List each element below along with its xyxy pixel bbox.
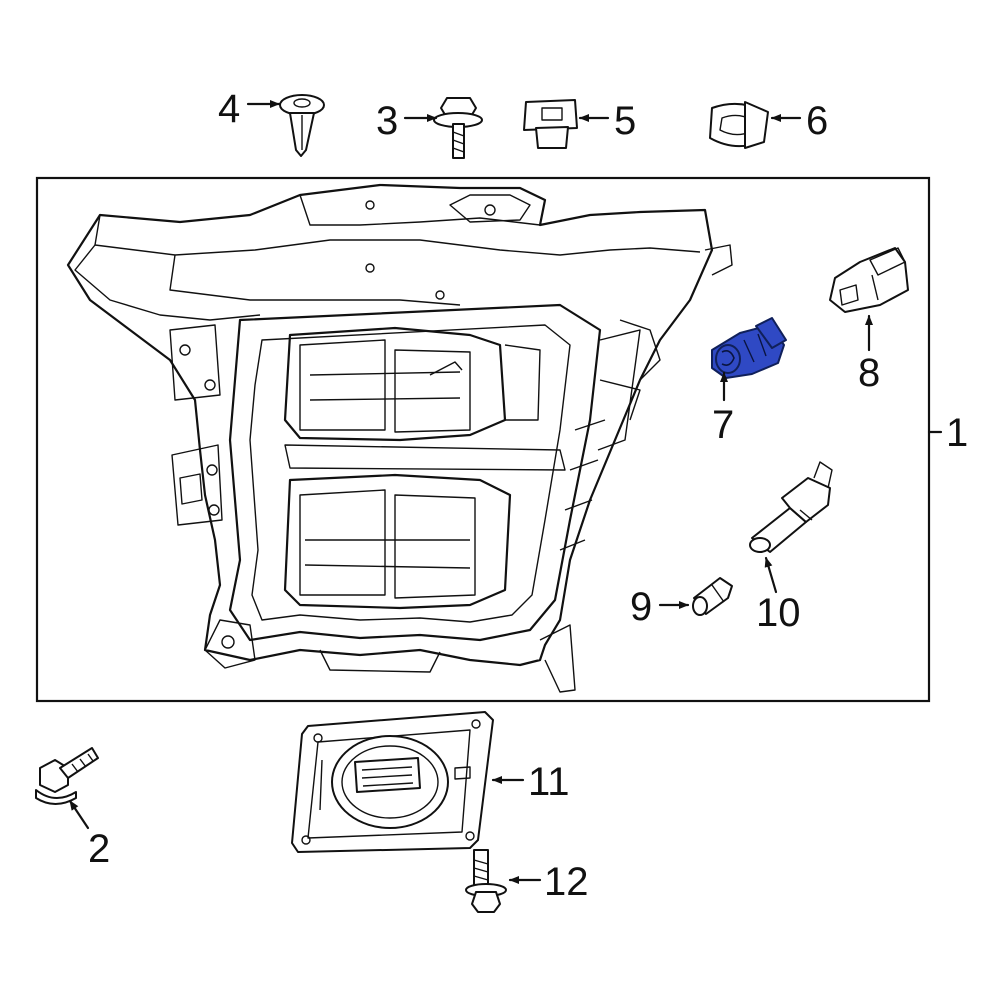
assembly-frame — [35, 176, 931, 703]
headlamp-assembly[interactable] — [66, 183, 733, 693]
part-2-bolt[interactable] — [35, 747, 99, 805]
callout-label-8[interactable]: 8 — [858, 351, 880, 395]
part-3-screw[interactable] — [433, 97, 483, 159]
part-12-bolt[interactable] — [465, 849, 507, 913]
callout-label-11[interactable]: 11 — [528, 760, 570, 804]
callout-label-3[interactable]: 3 — [376, 99, 398, 143]
callout-label-5[interactable]: 5 — [614, 99, 636, 143]
callout-label-12[interactable]: 12 — [544, 860, 589, 904]
callout-label-4[interactable]: 4 — [218, 87, 240, 131]
callout-label-6[interactable]: 6 — [806, 99, 828, 143]
callout-line-10 — [764, 556, 778, 594]
part-8-bulb-socket[interactable] — [829, 247, 909, 313]
part-9-bulb[interactable] — [692, 577, 733, 616]
callout-label-2[interactable]: 2 — [88, 827, 110, 871]
callout-label-10[interactable]: 10 — [756, 591, 801, 635]
part-10-bulb[interactable] — [749, 461, 833, 553]
part-11-driver-module[interactable] — [291, 711, 494, 853]
callout-label-1[interactable]: 1 — [946, 411, 968, 455]
callout-line-2 — [68, 799, 90, 830]
callout-label-7[interactable]: 7 — [712, 403, 734, 447]
callout-label-9[interactable]: 9 — [630, 585, 652, 629]
part-7-socket-highlighted[interactable] — [711, 317, 787, 379]
part-6-grommet[interactable] — [709, 101, 769, 149]
part-4-push-clip[interactable] — [279, 94, 325, 157]
part-5-clip[interactable] — [523, 99, 578, 149]
